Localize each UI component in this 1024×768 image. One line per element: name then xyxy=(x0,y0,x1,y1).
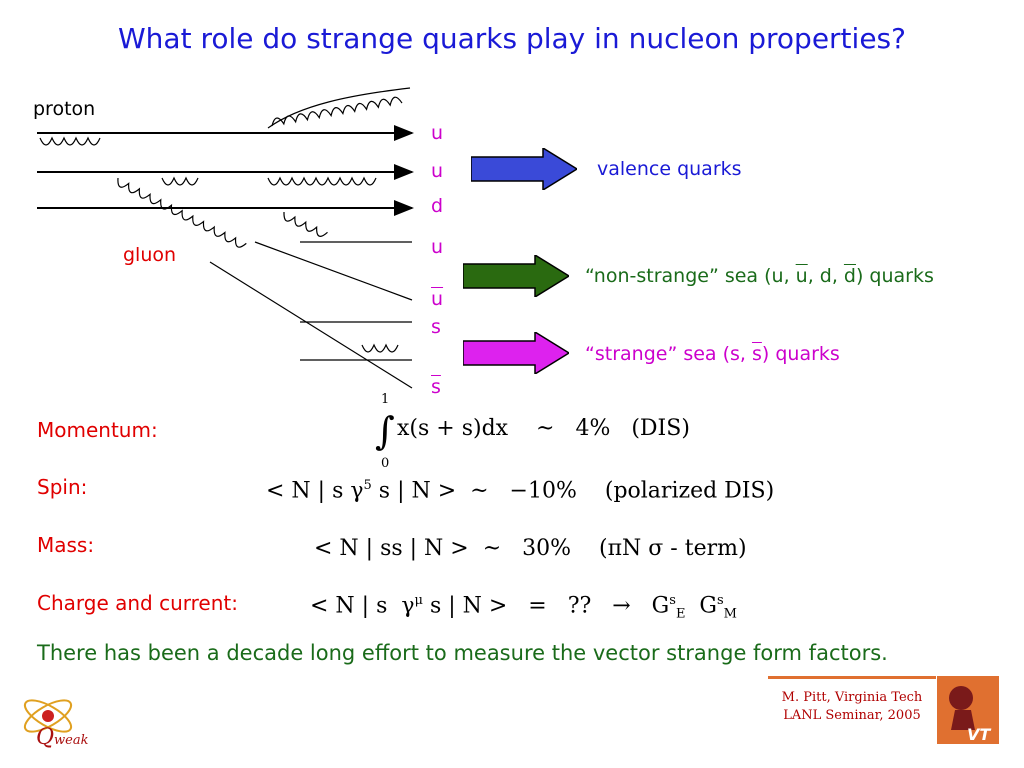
non-strange-sea-label: “non-strange” sea (u, u, d, d) quarks xyxy=(585,265,934,287)
integral-sign: ∫ xyxy=(375,409,395,453)
credit-author: M. Pitt, Virginia Tech xyxy=(781,690,923,705)
momentum-equation: x(s + s)dx ~ 4% (DIS) xyxy=(397,416,690,441)
page-title: What role do strange quarks play in nucl… xyxy=(117,22,906,55)
gluon-lines xyxy=(39,87,411,353)
valence-quark-lines xyxy=(37,125,414,216)
quark-label-u-bar: u xyxy=(431,288,444,310)
quark-label-u: u xyxy=(431,236,444,258)
mass-equation: < N | ss | N > ~ 30% (πN σ - term) xyxy=(314,536,747,561)
svg-text:Q: Q xyxy=(36,725,54,750)
proton-label: proton xyxy=(33,98,96,120)
qweak-logo: Q weak xyxy=(23,699,89,750)
vt-logo: VT xyxy=(937,676,999,744)
charge-current-label: Charge and current: xyxy=(37,591,238,615)
charge-current-equation: < N | s γμ s | N > = ?? → GsE GsM xyxy=(310,593,737,622)
quark-label-s-bar: s xyxy=(431,376,441,398)
strange-sea-label: “strange” sea (s, s) quarks xyxy=(585,343,840,365)
slide-credit: M. Pitt, Virginia Tech LANL Seminar, 200… xyxy=(768,676,936,725)
quark-label-u: u xyxy=(431,160,444,182)
summary-note: There has been a decade long effort to m… xyxy=(37,641,888,665)
valence-arrow xyxy=(471,148,577,190)
quark-label-d: d xyxy=(431,195,444,217)
sea-quark-lines xyxy=(209,241,413,389)
valence-quarks-label: valence quarks xyxy=(597,158,742,180)
integral-upper-limit: 1 xyxy=(381,392,390,407)
spin-equation: < N | s γ5 s | N > ~ −10% (polarized DIS… xyxy=(266,478,775,504)
quark-label-s: s xyxy=(431,316,441,338)
gluon-label: gluon xyxy=(123,244,177,266)
svg-text:weak: weak xyxy=(54,733,89,748)
integral-lower-limit: 0 xyxy=(381,456,390,471)
quark-label-u: u xyxy=(431,122,444,144)
momentum-label: Momentum: xyxy=(37,418,158,442)
credit-seminar: LANL Seminar, 2005 xyxy=(783,708,921,723)
mass-label: Mass: xyxy=(37,533,95,557)
spin-label: Spin: xyxy=(37,475,88,499)
strange-sea-arrow xyxy=(463,332,569,374)
non-strange-sea-arrow xyxy=(463,255,569,297)
svg-text:VT: VT xyxy=(967,725,991,744)
